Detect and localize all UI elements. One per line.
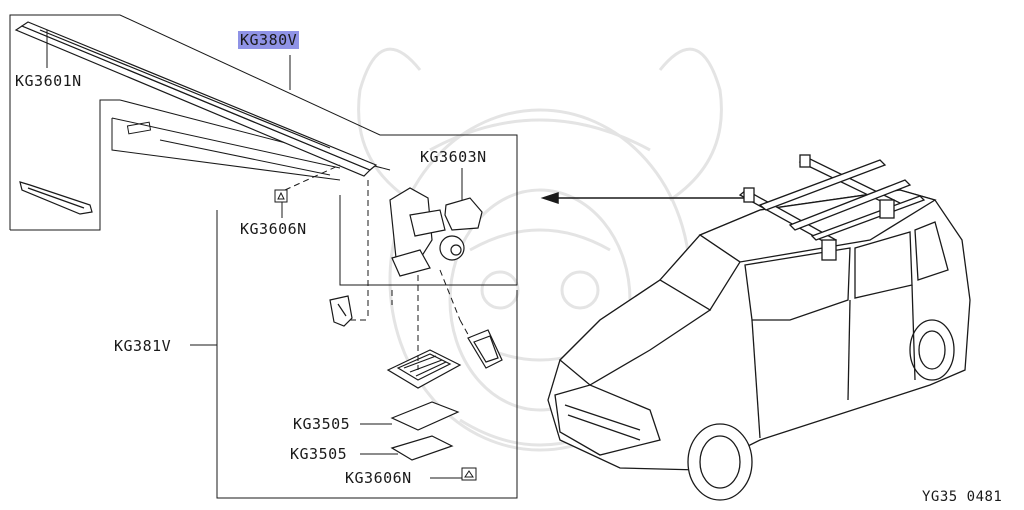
callout-kg3603n: KG3603N	[420, 148, 487, 166]
roof-rail-strip	[14, 21, 378, 177]
callout-kg3505-a: KG3505	[293, 415, 351, 433]
clip-part	[329, 295, 353, 327]
end-cap	[467, 329, 503, 369]
callout-kg381v: KG381V	[114, 337, 172, 355]
leader-lines	[46, 30, 463, 479]
rail-end-bracket	[389, 187, 483, 277]
callout-kg380v: KG380V	[238, 31, 300, 49]
callout-kg3606n-bottom: KG3606N	[345, 469, 412, 487]
diagram-code: YG35 0481	[922, 489, 1003, 505]
seal-sheets	[390, 401, 460, 461]
rubber-pad	[386, 349, 462, 389]
roof-rack	[738, 154, 926, 261]
callout-kg380v-highlight: KG380V	[238, 31, 300, 49]
callout-kg3606n-top: KG3606N	[240, 220, 307, 238]
vehicle-illustration	[547, 189, 971, 501]
dashed-guides	[284, 164, 471, 370]
callout-kg3505-b: KG3505	[290, 445, 348, 463]
assembly-frame	[9, 14, 518, 499]
inner-strip	[111, 117, 341, 181]
location-arrow	[540, 191, 745, 205]
bracket-part	[19, 181, 93, 215]
triangle-marks	[274, 189, 477, 481]
callout-kg3601n: KG3601N	[15, 72, 82, 90]
